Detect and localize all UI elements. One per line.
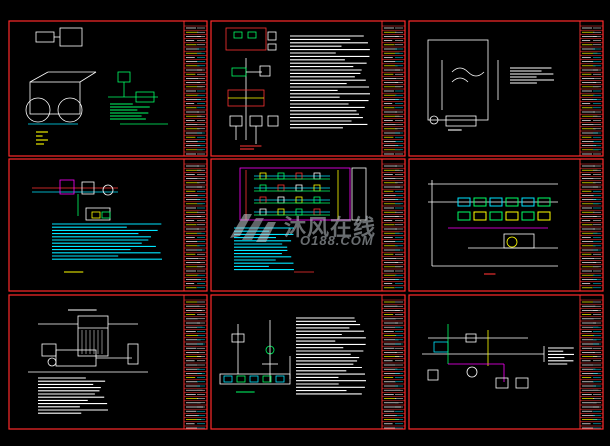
sheet-control-schematic (210, 20, 406, 157)
sheet-section-detail (408, 20, 604, 157)
fan-unit (25, 71, 97, 123)
title-block (579, 159, 603, 291)
sheet-system-diagram (408, 158, 604, 292)
title-block (381, 159, 405, 291)
title-block (381, 21, 405, 156)
sheet-electrical-schematic (210, 294, 406, 430)
title-block (183, 21, 207, 156)
title-block (579, 21, 603, 156)
sheet-piping-plan (8, 158, 208, 292)
sheet-equipment-elevation (8, 20, 208, 157)
title-block (381, 295, 405, 429)
sheet-piping-schematic (408, 294, 604, 430)
title-block (183, 295, 207, 429)
title-block (183, 159, 207, 291)
sheet-unit-detail (8, 294, 208, 430)
title-block (579, 295, 603, 429)
